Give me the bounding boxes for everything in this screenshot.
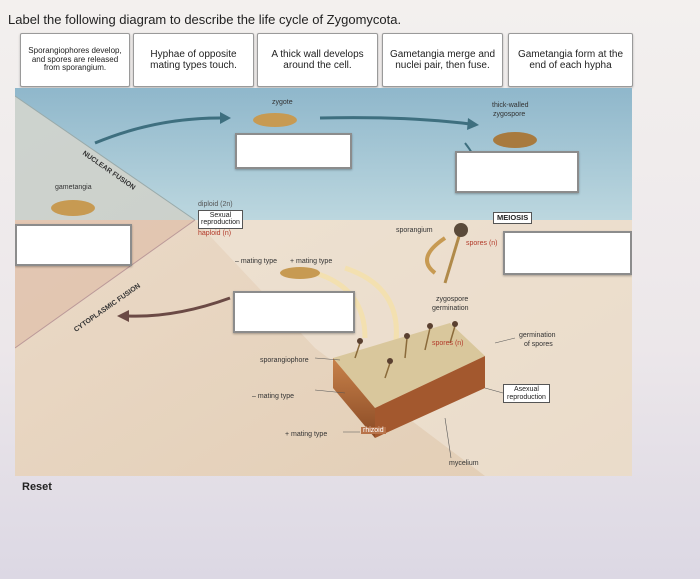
card-text: Gametangia merge and nuclei pair, then f… [389,48,496,71]
germination-label-2: of spores [524,341,553,348]
plus-mating-label: + mating type [290,258,333,265]
sporangiophore-label: sporangiophore [260,357,309,364]
germination-label: germination [519,332,556,339]
label-card-hyphae[interactable]: Hyphae of opposite mating types touch. [133,33,254,87]
sexual-reproduction-tag: diploid (2n) Sexual reproduction haploid… [195,200,246,239]
sexual-text: Sexual [209,211,232,219]
diploid-text: diploid (2n) [198,201,233,208]
asexual-reproduction-text: reproduction [507,393,546,401]
sporangium-label: sporangium [396,227,433,234]
zygospore-germination-label: zygospore [436,296,469,303]
asexual-reproduction-tag: Asexual reproduction [503,384,550,404]
drop-target-zygospore[interactable] [455,151,579,193]
haploid-text: haploid (n) [198,230,232,238]
label-card-gametangia-form[interactable]: Gametangia form at the end of each hypha [508,33,633,87]
mycelium-label: mycelium [449,460,479,467]
spores-label: spores (n) [466,240,498,247]
label-card-thick-wall[interactable]: A thick wall develops around the cell. [257,33,378,87]
label-card-gametangia-merge[interactable]: Gametangia merge and nuclei pair, then f… [382,33,503,87]
thick-walled-label: thick-walled [492,102,529,109]
reproduction-text: reproduction [201,219,240,227]
asexual-text: Asexual [514,386,539,393]
spores-low-label: spores (n) [432,340,464,347]
zygospore-label: zygospore [493,111,526,118]
drop-target-mating[interactable] [233,291,355,333]
minus-mating-label: – mating type [235,258,278,265]
gametangia-label: gametangia [55,184,92,191]
label-card-sporangiophores[interactable]: Sporangiophores develop, and spores are … [20,33,130,87]
rhizoid-label: rhizoid [361,427,386,434]
question-text: Label the following diagram to describe … [8,12,402,27]
zygospore-germination-label-2: germination [432,305,469,312]
drop-target-meiosis[interactable] [503,231,632,275]
zygote-label: zygote [272,99,293,106]
drop-target-zygote[interactable] [235,133,352,169]
card-text: Hyphae of opposite mating types touch. [150,48,237,71]
card-text: Gametangia form at the end of each hypha [517,48,624,71]
card-text: A thick wall develops around the cell. [271,48,364,71]
minus-mating-low-label: – mating type [252,393,295,400]
card-text: Sporangiophores develop, and spores are … [28,45,122,73]
drop-target-gametangia[interactable] [15,224,132,266]
life-cycle-diagram: zygote thick-walled zygospore NUCLEAR FU… [15,88,632,476]
reset-button[interactable]: Reset [22,481,52,493]
plus-mating-low-label: + mating type [285,431,328,438]
meiosis-tag: MEIOSIS [493,212,533,225]
